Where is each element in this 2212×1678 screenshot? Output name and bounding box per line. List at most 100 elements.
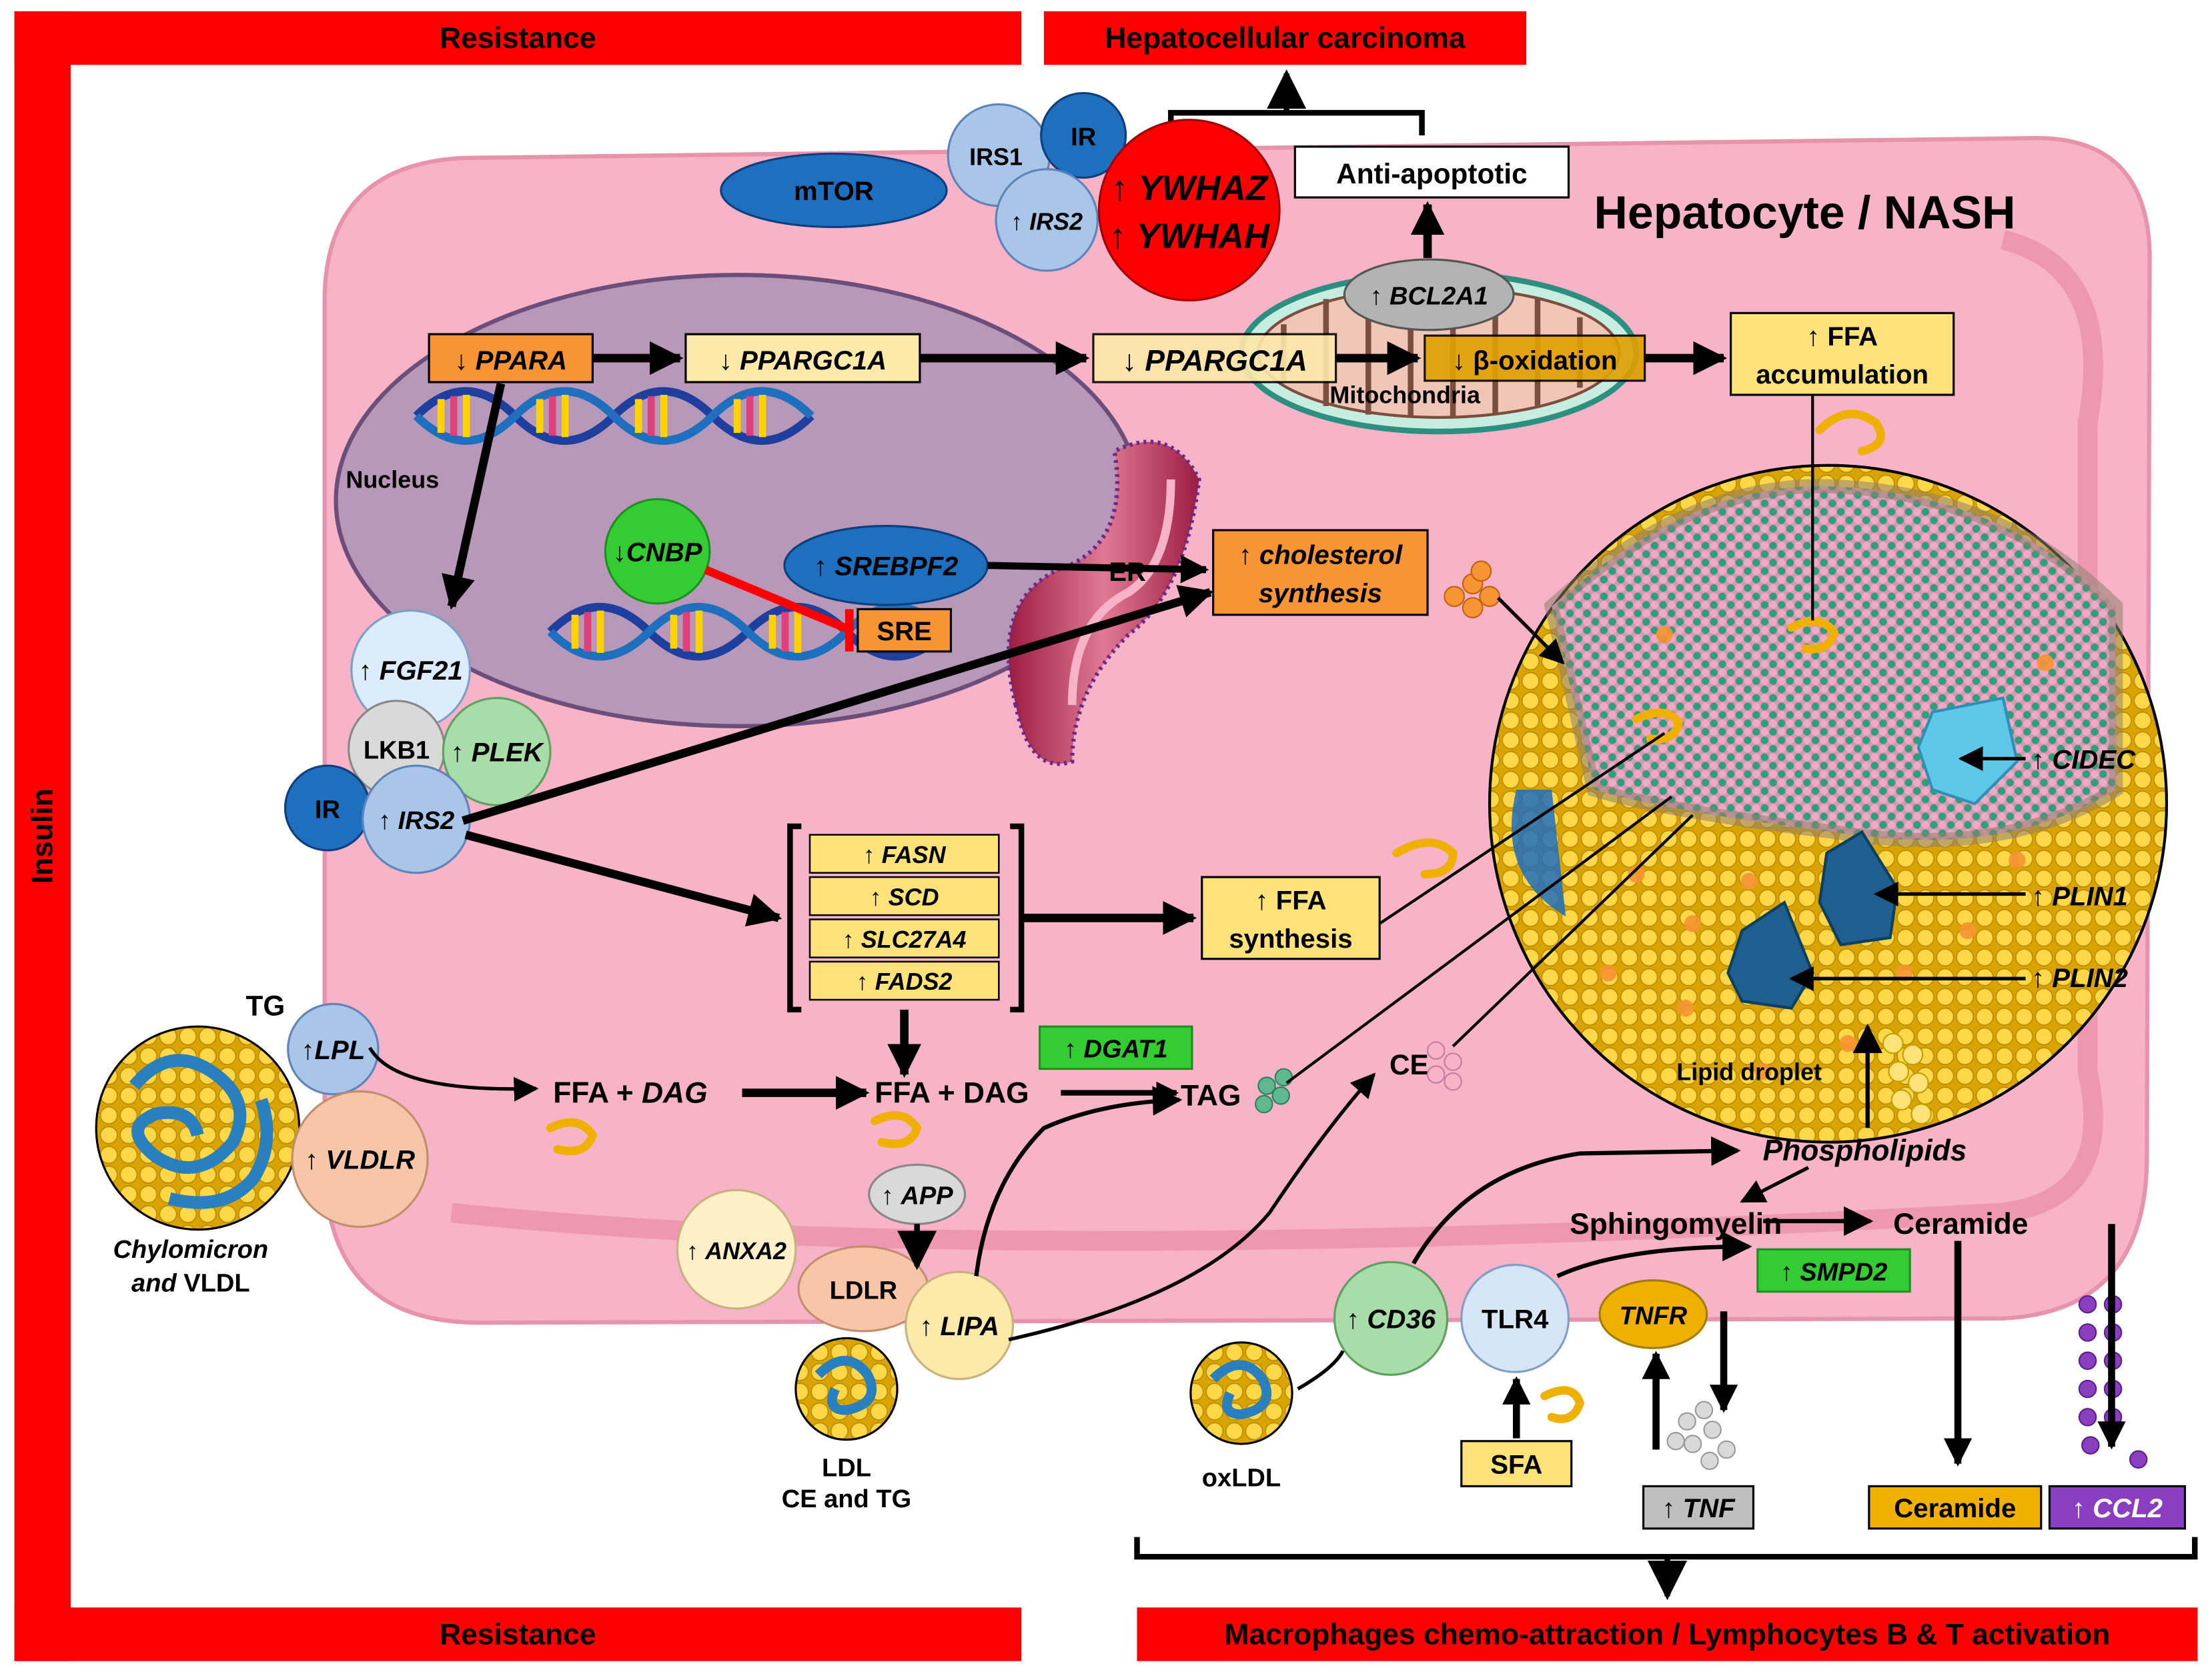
oxldl-label: oxLDL — [1202, 1464, 1281, 1492]
cnbp-node — [604, 498, 711, 605]
ldl-label-2: CE and TG — [782, 1485, 911, 1513]
ppargc1a-mito-label: ↓ PPARGC1A — [1122, 345, 1307, 377]
ldl-label-1: LDL — [822, 1455, 871, 1483]
tg-label: TG — [246, 990, 286, 1021]
beta-oxidation-box — [1424, 334, 1646, 382]
ceramide-inner-label: Ceramide — [1893, 1208, 2028, 1240]
chylomicron-label-1: Chylomicron — [113, 1236, 269, 1264]
phospholipid-molecules — [1882, 1032, 1932, 1125]
ywhaz-label: ↑ YWHAZ — [1111, 169, 1269, 208]
ir-top-node — [1040, 91, 1127, 179]
vldlr-node — [291, 1090, 429, 1228]
bcl2a1-node — [1343, 258, 1515, 331]
cnbp-label: ↓CNBP — [613, 537, 702, 567]
mtor-node — [720, 152, 948, 228]
tnf-molecules — [1666, 1401, 1736, 1471]
ffa-dag-right-label: FFA + DAG — [875, 1076, 1029, 1109]
mitochondria-label: Mitochondria — [1329, 381, 1481, 409]
mtor-label: mTOR — [794, 176, 874, 206]
plin1-label: ↑ PLIN1 — [2031, 881, 2128, 911]
irs2-top-label: ↑ IRS2 — [1011, 208, 1083, 235]
ppara-label: ↓ PPARA — [454, 345, 567, 375]
fasn-box — [808, 834, 1000, 874]
ywhah-label: ↑ YWHAH — [1109, 217, 1271, 256]
vldlr-label: ↑ VLDLR — [305, 1145, 415, 1175]
fads2-label: ↑ FADS2 — [857, 968, 953, 995]
scd-label: ↑ SCD — [870, 883, 939, 910]
cholesterol-label-2: synthesis — [1259, 578, 1382, 608]
hcc-label: Hepatocellular carcinoma — [1105, 22, 1466, 55]
smpd2-label: ↑ SMPD2 — [1780, 1258, 1888, 1287]
ldl-particle — [794, 1337, 899, 1441]
oxldl-particle — [1189, 1341, 1293, 1445]
sfa-label: SFA — [1490, 1449, 1542, 1479]
irs2-left-label: ↑ IRS2 — [378, 807, 454, 835]
sre-label: SRE — [877, 616, 932, 646]
tag-molecules — [1255, 1068, 1293, 1114]
irs1-label: IRS1 — [969, 143, 1023, 170]
cholesterol-box — [1212, 529, 1429, 616]
hcc-banner — [1043, 11, 1527, 65]
ce-label: CE — [1390, 1049, 1429, 1080]
ywha-node — [1097, 119, 1281, 301]
ffa-accumulation-label-2: accumulation — [1756, 359, 1928, 389]
slc27a4-box — [808, 918, 1000, 958]
ccl2-box — [2048, 1485, 2187, 1530]
ffa-accumulation-box — [1730, 311, 1955, 396]
beta-oxidation-label: ↓ β-oxidation — [1452, 345, 1618, 375]
resistance-top-label: Resistance — [440, 22, 596, 55]
nucleus-label: Nucleus — [346, 466, 439, 494]
cnbp-inhibition — [704, 566, 854, 652]
sphingomyelin-label: Sphingomyelin — [1570, 1208, 1782, 1240]
plek-label: ↑ PLEK — [450, 738, 544, 768]
anti-apoptotic-box — [1293, 145, 1570, 199]
tag-label: TAG — [1181, 1080, 1241, 1112]
macrophage-banner — [1137, 1607, 2198, 1661]
hepatocyte-title: Hepatocyte / NASH — [1594, 187, 2016, 239]
fatty-acid-squiggles — [546, 409, 1885, 1423]
chylomicron-particle — [95, 1025, 301, 1231]
phospholipids-label: Phospholipids — [1763, 1134, 1967, 1167]
smpd2-box — [1756, 1248, 1911, 1293]
slc27a4-label: ↑ SLC27A4 — [843, 926, 967, 953]
srebpf2-label: ↑ SREBPF2 — [814, 552, 958, 582]
lpl-node — [287, 1002, 380, 1096]
dgat1-label: ↑ DGAT1 — [1064, 1036, 1168, 1064]
scd-box — [808, 876, 1000, 916]
cidec-label: ↑ CIDEC — [2031, 744, 2136, 774]
anti-apoptotic-label: Anti-apoptotic — [1336, 158, 1527, 189]
lipid-droplet — [1488, 464, 2169, 1144]
ceramide-output-box — [1868, 1485, 2043, 1530]
bcl2a1-label: ↑ BCL2A1 — [1369, 283, 1488, 311]
cd36-label: ↑ CD36 — [1346, 1305, 1436, 1335]
irs2-top-node — [995, 168, 1099, 272]
bottom-bracket — [1134, 1537, 2198, 1601]
dna-helix-top — [413, 387, 814, 446]
tnf-box — [1642, 1485, 1755, 1530]
ppargc1a-mito-box — [1092, 333, 1337, 383]
macrophage-label: Macrophages chemo-attraction / Lymphocyt… — [1225, 1618, 2111, 1651]
ceramide-output-label: Ceramide — [1894, 1493, 2016, 1523]
ldlr-label: LDLR — [830, 1277, 897, 1305]
ffa-synthesis-box — [1201, 876, 1381, 960]
chylomicron-label-2: and VLDL — [131, 1270, 250, 1298]
insulin-label: Insulin — [27, 788, 59, 884]
lkb1-label: LKB1 — [364, 736, 430, 764]
lipa-node — [905, 1271, 1015, 1381]
ffa-synthesis-label-2: synthesis — [1229, 924, 1352, 954]
lipa-label: ↑ LIPA — [919, 1311, 999, 1341]
ir-left-label: IR — [315, 796, 340, 824]
cell-inner-membrane — [450, 230, 2103, 1251]
tlr4-label: TLR4 — [1482, 1305, 1549, 1335]
fasn-label: ↑ FASN — [863, 841, 947, 868]
dgat1-box — [1039, 1025, 1193, 1070]
cholesterol-label-1: ↑ cholesterol — [1239, 540, 1403, 570]
ppargc1a-nucleus-label: ↓ PPARGC1A — [719, 345, 887, 375]
pathway-arrows — [368, 201, 2126, 1467]
anxa2-label: ↑ ANXA2 — [686, 1237, 786, 1265]
ir-top-label: IR — [1071, 123, 1096, 151]
ppargc1a-nucleus-box — [684, 333, 921, 383]
ffa-accumulation-label-1: ↑ FFA — [1806, 321, 1878, 351]
cd36-node — [1333, 1261, 1449, 1377]
